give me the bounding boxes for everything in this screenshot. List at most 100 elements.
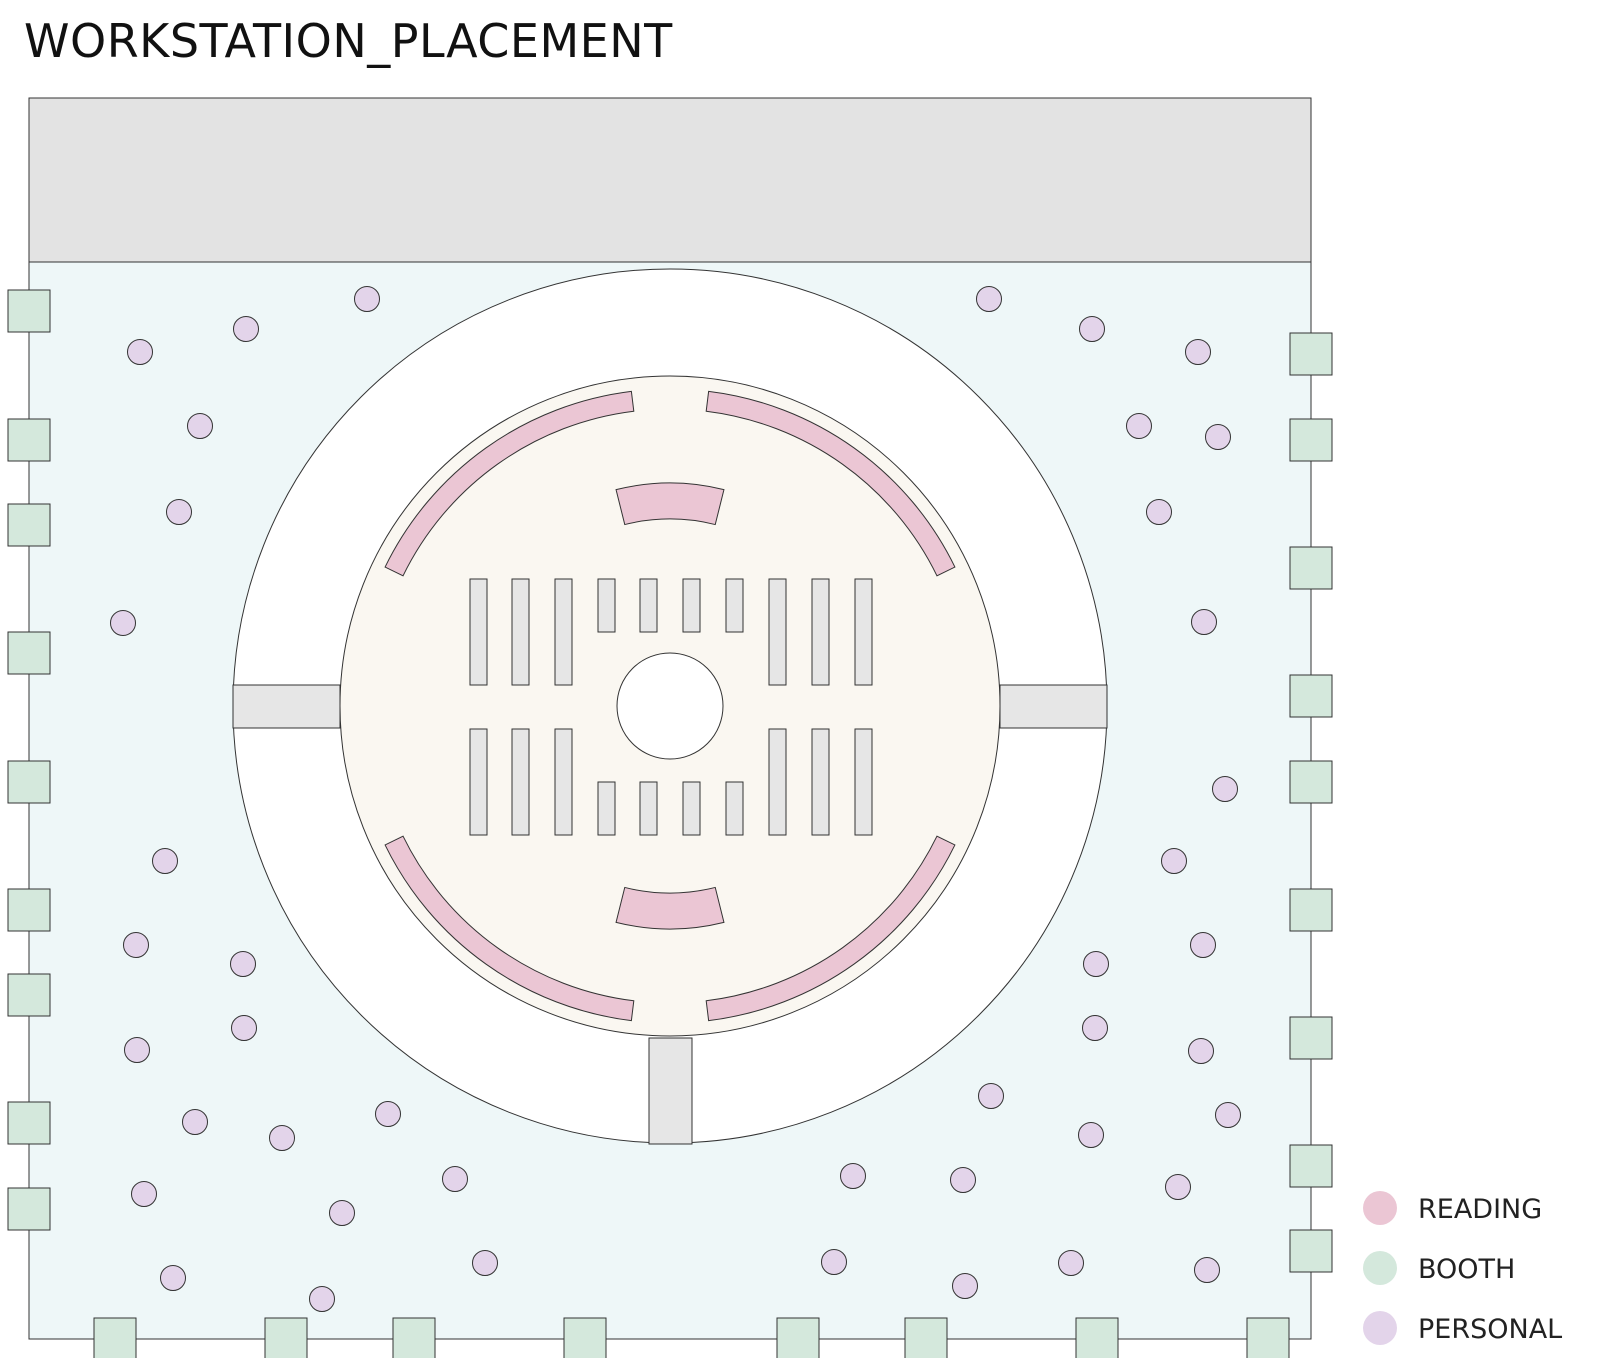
personal-desk: [110, 610, 136, 636]
booth-bottom: [1075, 1317, 1119, 1358]
personal-desk: [309, 1286, 335, 1312]
booth-right: [1289, 1229, 1333, 1273]
shelf-upper-short: [639, 578, 658, 633]
personal-desk: [233, 316, 259, 342]
page-title: WORKSTATION_PLACEMENT: [24, 14, 673, 68]
shelf-lower-tall: [768, 728, 787, 836]
reading-arc-sw: [384, 835, 635, 1022]
personal-desk: [1126, 413, 1152, 439]
shelf-upper-short: [725, 578, 744, 633]
personal-desk: [1078, 1122, 1104, 1148]
personal-desk: [472, 1250, 498, 1276]
booth-right: [1289, 332, 1333, 376]
personal-desk: [1161, 848, 1187, 874]
personal-desk: [166, 499, 192, 525]
personal-desk: [950, 1167, 976, 1193]
personal-desk: [1215, 1102, 1241, 1128]
personal-desk: [1165, 1174, 1191, 1200]
personal-desk: [124, 1037, 150, 1063]
personal-desk: [1212, 776, 1238, 802]
booth-left: [7, 888, 51, 932]
personal-desk: [1082, 1015, 1108, 1041]
personal-desk: [231, 1015, 257, 1041]
legend-swatch-booth: [1363, 1251, 1397, 1285]
shelf-upper-short: [597, 578, 616, 633]
personal-desk: [160, 1265, 186, 1291]
personal-desk: [978, 1083, 1004, 1109]
personal-desk: [952, 1273, 978, 1299]
personal-desk: [123, 932, 149, 958]
booth-left: [7, 760, 51, 804]
booth-bottom: [1246, 1317, 1290, 1358]
booth-right: [1289, 418, 1333, 462]
personal-desk: [131, 1181, 157, 1207]
personal-desk: [821, 1249, 847, 1275]
shelf-lower-short: [597, 781, 616, 836]
shelf-upper-tall: [511, 578, 530, 686]
shelf-upper-tall: [854, 578, 873, 686]
personal-desk: [1185, 339, 1211, 365]
booth-left: [7, 418, 51, 462]
central-atrium: [616, 652, 724, 760]
booth-right: [1289, 760, 1333, 804]
personal-desk: [1083, 951, 1109, 977]
booth-right: [1289, 1016, 1333, 1060]
booth-bottom: [904, 1317, 948, 1358]
booth-right: [1289, 1144, 1333, 1188]
corridor-east: [999, 684, 1108, 729]
personal-desk: [152, 848, 178, 874]
personal-desk: [230, 951, 256, 977]
corridor-west: [232, 684, 341, 729]
booth-left: [7, 631, 51, 675]
personal-desk: [354, 286, 380, 312]
personal-desk: [1205, 424, 1231, 450]
booth-left: [7, 289, 51, 333]
shelf-upper-short: [682, 578, 701, 633]
personal-desk: [1191, 609, 1217, 635]
legend-label-reading: READING: [1418, 1194, 1542, 1225]
booth-bottom: [264, 1317, 308, 1358]
shelf-upper-tall: [469, 578, 488, 686]
personal-desk: [1190, 932, 1216, 958]
booth-bottom: [93, 1317, 137, 1358]
reading-arc-se: [705, 835, 956, 1022]
shelf-lower-tall: [854, 728, 873, 836]
reading-arc-ne: [705, 390, 956, 577]
personal-desk: [1188, 1038, 1214, 1064]
shelf-upper-tall: [811, 578, 830, 686]
legend-swatch-reading: [1363, 1191, 1397, 1225]
personal-desk: [1079, 316, 1105, 342]
booth-bottom: [563, 1317, 607, 1358]
personal-desk: [1058, 1250, 1084, 1276]
booth-bottom: [776, 1317, 820, 1358]
booth-left: [7, 973, 51, 1017]
reading-desk-south: [615, 886, 725, 930]
personal-desk: [187, 413, 213, 439]
shelf-lower-short: [639, 781, 658, 836]
booth-bottom: [392, 1317, 436, 1358]
personal-desk: [442, 1166, 468, 1192]
shelf-upper-tall: [554, 578, 573, 686]
personal-desk: [976, 286, 1002, 312]
booth-right: [1289, 674, 1333, 718]
reading-desk-north: [615, 482, 725, 526]
booth-right: [1289, 888, 1333, 932]
shelf-lower-tall: [469, 728, 488, 836]
top-zone: [28, 97, 1312, 263]
booth-left: [7, 1187, 51, 1231]
corridor-south: [648, 1037, 693, 1145]
shelf-lower-tall: [554, 728, 573, 836]
booth-right: [1289, 546, 1333, 590]
shelf-lower-tall: [811, 728, 830, 836]
shelf-upper-tall: [768, 578, 787, 686]
personal-desk: [127, 339, 153, 365]
legend-label-personal: PERSONAL: [1418, 1314, 1562, 1345]
legend-label-booth: BOOTH: [1418, 1254, 1515, 1285]
personal-desk: [1194, 1257, 1220, 1283]
legend-swatch-personal: [1363, 1311, 1397, 1345]
personal-desk: [329, 1200, 355, 1226]
shelf-lower-short: [682, 781, 701, 836]
personal-desk: [182, 1109, 208, 1135]
personal-desk: [840, 1163, 866, 1189]
